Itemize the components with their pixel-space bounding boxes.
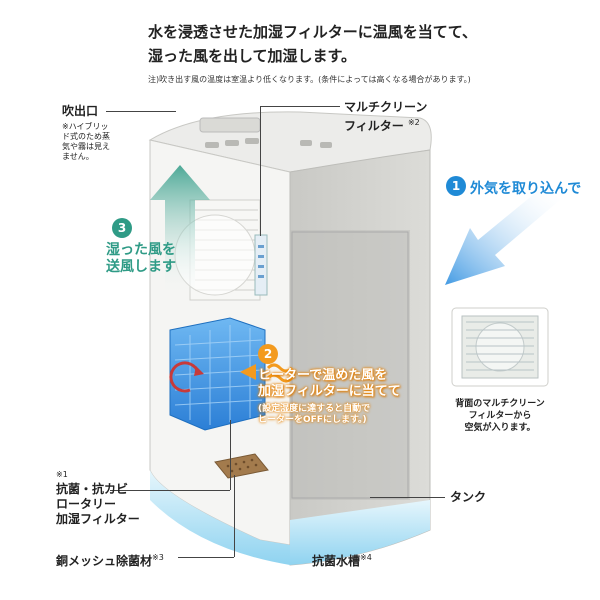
outlet-note: ※ハイブリッド式のため蒸気や霧は見えません。 <box>62 122 110 161</box>
multi-filter-line2-wrap: フィルター ※2 <box>344 115 427 134</box>
copper-mesh-label: 銅メッシュ除菌材※3 <box>56 550 164 569</box>
water-tray-label: 抗菌水槽※4 <box>312 550 372 569</box>
copper-mesh-ref: ※3 <box>152 553 164 562</box>
step2-subtext: (設定湿度に達すると自動で ヒーターをOFFにします。) <box>258 404 370 426</box>
step2-sub2: ヒーターをOFFにします。) <box>258 415 367 425</box>
step3-number: 3 <box>112 218 132 238</box>
step1-number: 1 <box>446 176 466 196</box>
step3-line1: 湿った風を <box>106 242 176 258</box>
rotary-filter-ref: ※1 <box>56 470 68 479</box>
temperature-note: 注)吹き出す風の温度は室温より低くなります。(条件によっては高くなる場合がありま… <box>148 75 471 84</box>
step2-sub1: (設定湿度に達すると自動で <box>258 404 371 414</box>
rotary-filter-line2: ロータリー <box>56 497 117 511</box>
step2-text: ヒーターで温めた風を 加湿フィルターに当てて <box>258 368 401 400</box>
multi-filter-leader-h <box>260 106 340 107</box>
step3-line2: 送風します <box>106 259 176 275</box>
water-tray-text: 抗菌水槽 <box>312 554 361 568</box>
headline: 水を浸透させた加湿フィルターに温風を当てて、 湿った風を出して加湿します。 <box>148 20 508 68</box>
outlet-label: 吹出口 <box>62 104 99 118</box>
step2-number: 2 <box>258 344 278 364</box>
headline-line1: 水を浸透させた加湿フィルターに温風を当てて、 <box>148 23 477 41</box>
headline-line2: 湿った風を出して加湿します。 <box>148 47 357 65</box>
copper-mesh-leader-h <box>178 557 234 558</box>
rotary-filter-line3: 加湿フィルター <box>56 512 140 526</box>
multi-filter-line1: マルチクリーン <box>344 100 428 114</box>
step2-line1: ヒーターで温めた風を <box>258 368 388 383</box>
back-filter-line3: 空気が入ります。 <box>464 423 536 433</box>
outlet-leader <box>106 111 176 112</box>
multi-filter-label: マルチクリーン フィルター ※2 <box>344 100 427 134</box>
rotary-filter-label: 抗菌・抗カビ ロータリー 加湿フィルター <box>56 482 140 527</box>
back-filter-line2: フィルターから <box>468 411 532 421</box>
step3-text: 湿った風を 送風します <box>106 242 176 276</box>
water-tray-ref: ※4 <box>360 553 372 562</box>
step2-line2: 加湿フィルターに当てて <box>258 384 401 399</box>
multi-filter-ref: ※2 <box>407 118 420 127</box>
multi-filter-line2: フィルター <box>344 119 404 133</box>
copper-mesh-text: 銅メッシュ除菌材 <box>56 554 153 568</box>
multi-filter-leader-v <box>260 106 261 236</box>
rotary-filter-leader-h <box>110 490 230 491</box>
rotary-filter-line1: 抗菌・抗カビ <box>56 482 129 496</box>
tank-leader <box>370 497 445 498</box>
rotary-filter-leader-v <box>230 420 231 490</box>
copper-mesh-leader-v <box>234 475 235 557</box>
tank-label: タンク <box>450 490 487 504</box>
back-filter-caption: 背面のマルチクリーン フィルターから 空気が入ります。 <box>440 398 560 434</box>
step1-text: 外気を取り込んで <box>470 181 582 197</box>
back-filter-line1: 背面のマルチクリーン <box>455 399 545 409</box>
